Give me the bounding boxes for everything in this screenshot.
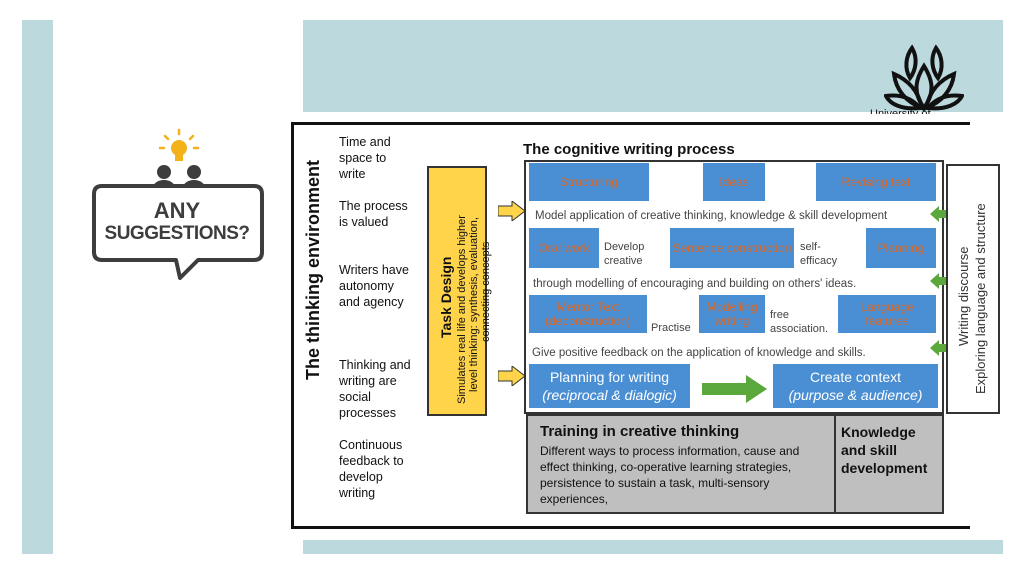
left-band — [22, 20, 53, 554]
training-title: Training in creative thinking — [540, 423, 740, 440]
logo-partial-text: University of — [870, 108, 931, 114]
practise-text: Practise — [651, 322, 691, 334]
environment-item-2: The process is valued — [339, 199, 408, 229]
process-title: The cognitive writing process — [523, 141, 735, 158]
mentor-text-box: Mentor Text (deconstruction) — [529, 295, 647, 333]
leaf-logo-icon — [882, 44, 966, 112]
training-box — [526, 414, 836, 514]
lightbulb-icon — [158, 128, 200, 161]
diagram-frame — [291, 122, 970, 529]
planning-box: Planning — [866, 228, 936, 268]
suggestions-badge: ANY SUGGESTIONS? — [88, 128, 266, 288]
task-design-line-1: Simulates real life and develops higher — [456, 215, 468, 404]
oral-work-box: Oral work — [529, 228, 599, 268]
task-design-line-2: level thinking: synthesis, evaluation, — [468, 217, 480, 392]
discourse-line-2: Exploring language and structure — [973, 203, 988, 394]
planning-for-writing-box: Planning for writing (reciprocal & dialo… — [529, 364, 690, 408]
green-arrow-icon — [702, 375, 767, 403]
feedback-line: Give positive feedback on the applicatio… — [532, 347, 866, 359]
structuring-box: Structuring — [529, 163, 649, 201]
task-arrow-top-icon — [498, 201, 526, 221]
process-frame — [524, 160, 944, 414]
develop-creative-text: Develop creative — [604, 241, 645, 267]
modelling-writing-box: Modelling writing — [699, 295, 765, 333]
planning-for-writing-line-2: (reciprocal & dialogic) — [542, 387, 677, 403]
language-features-box: Language features — [838, 295, 936, 333]
create-context-line-2: (purpose & audience) — [788, 387, 923, 403]
model-line: Model application of creative thinking, … — [535, 210, 888, 222]
environment-item-4: Thinking and writing are social processe… — [339, 358, 411, 420]
task-design-title: Task Design — [438, 256, 454, 338]
knowledge-title: Knowledge and skill development — [841, 424, 928, 476]
writing-discourse-box — [946, 164, 1000, 414]
create-context-box: Create context (purpose & audience) — [773, 364, 938, 408]
training-body: Different ways to process information, c… — [540, 444, 800, 506]
badge-line-1: ANY — [153, 198, 201, 223]
free-association-text: free association. — [770, 309, 829, 335]
environment-item-5: Continuous feedback to develop writing — [339, 438, 404, 500]
university-logo: University of — [870, 42, 966, 114]
badge-line-2: SUGGESTIONS? — [104, 223, 250, 244]
environment-item-3: Writers have autonomy and agency — [339, 263, 409, 309]
modelling-line: through modelling of encouraging and bui… — [533, 278, 857, 290]
task-design-line-3: connecting concepts — [480, 241, 492, 342]
environment-title: The thinking environment — [303, 159, 323, 380]
create-context-line-1: Create context — [809, 369, 902, 385]
revising-text-box: Revising text — [816, 163, 936, 201]
environment-item-1: Time and space to write — [339, 135, 391, 181]
ideas-box: Ideas — [703, 163, 765, 201]
discourse-line-1: Writing discourse — [956, 246, 971, 346]
planning-for-writing-line-1: Planning for writing — [549, 369, 670, 385]
bottom-band — [303, 540, 1003, 554]
task-arrow-bottom-icon — [498, 366, 526, 386]
knowledge-box — [834, 414, 944, 514]
task-design-box — [427, 166, 487, 416]
sentence-construction-box: Sentence construction — [670, 228, 794, 268]
self-efficacy-text: self-efficacy — [800, 241, 838, 267]
